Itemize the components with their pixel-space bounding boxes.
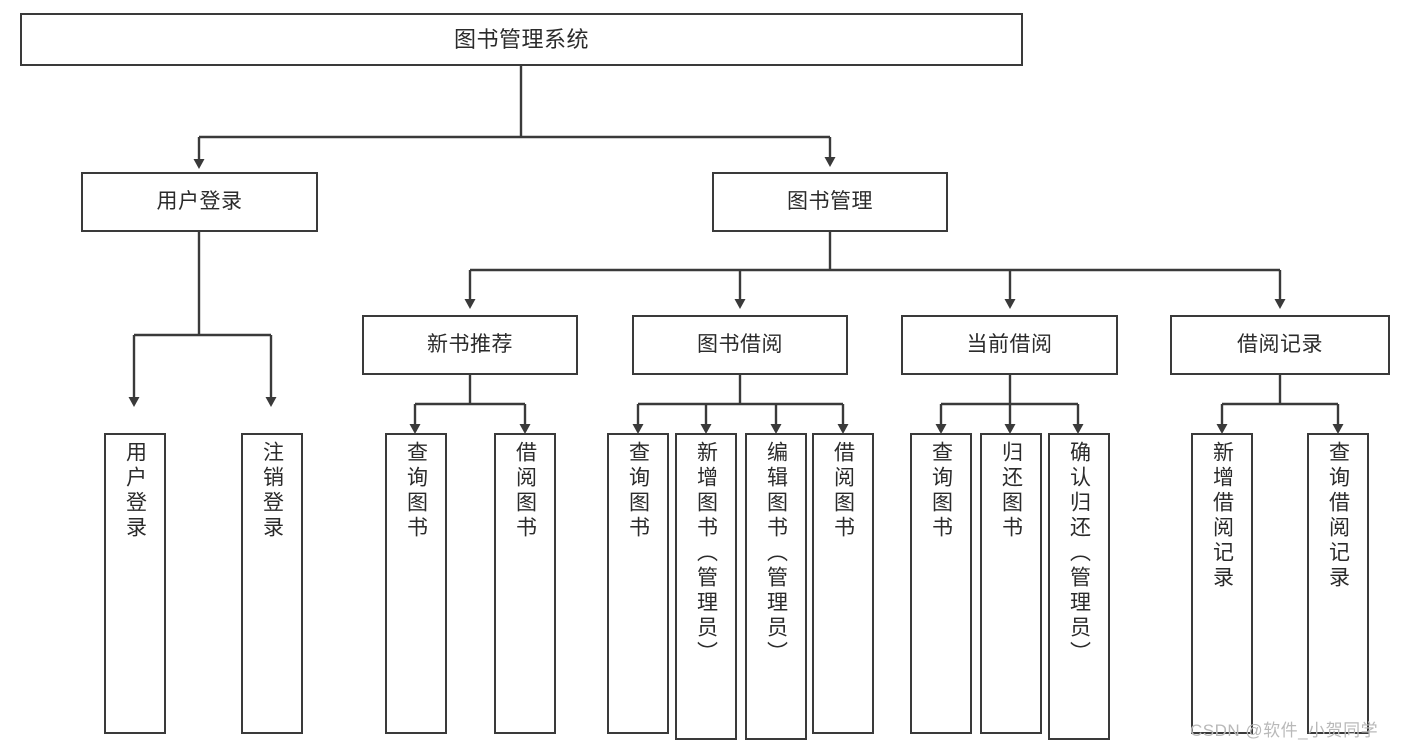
node-leaf-edit-book-label: 编辑图书（管理员） bbox=[764, 441, 788, 666]
node-root-label: 图书管理系统 bbox=[453, 26, 589, 52]
node-book-borrow[interactable]: 图书借阅 bbox=[632, 315, 848, 375]
node-leaf-borrow-book-2[interactable]: 借阅图书 bbox=[812, 433, 874, 734]
node-book-borrow-label: 图书借阅 bbox=[697, 332, 783, 356]
node-leaf-return-book[interactable]: 归还图书 bbox=[980, 433, 1042, 734]
node-leaf-logout-login-label: 注销登录 bbox=[260, 441, 284, 541]
node-current-borrow[interactable]: 当前借阅 bbox=[901, 315, 1118, 375]
node-leaf-query-book-3[interactable]: 查询图书 bbox=[910, 433, 972, 734]
node-book-management[interactable]: 图书管理 bbox=[712, 172, 948, 232]
node-leaf-add-book[interactable]: 新增图书（管理员） bbox=[675, 433, 737, 740]
node-borrow-record[interactable]: 借阅记录 bbox=[1170, 315, 1390, 375]
node-leaf-user-login[interactable]: 用户登录 bbox=[104, 433, 166, 734]
node-root[interactable]: 图书管理系统 bbox=[20, 13, 1023, 66]
node-leaf-borrow-book-1-label: 借阅图书 bbox=[513, 441, 537, 541]
node-leaf-borrow-book-1[interactable]: 借阅图书 bbox=[494, 433, 556, 734]
node-leaf-query-book-1[interactable]: 查询图书 bbox=[385, 433, 447, 734]
node-leaf-query-book-2[interactable]: 查询图书 bbox=[607, 433, 669, 734]
node-leaf-query-borrow-record-label: 查询借阅记录 bbox=[1326, 441, 1350, 591]
node-leaf-add-book-label: 新增图书（管理员） bbox=[694, 441, 718, 666]
node-leaf-return-book-label: 归还图书 bbox=[999, 441, 1023, 541]
node-leaf-add-borrow-record-label: 新增借阅记录 bbox=[1210, 441, 1234, 591]
node-new-book-recommend[interactable]: 新书推荐 bbox=[362, 315, 578, 375]
node-user-login[interactable]: 用户登录 bbox=[81, 172, 318, 232]
node-leaf-edit-book[interactable]: 编辑图书（管理员） bbox=[745, 433, 807, 740]
watermark-text: CSDN @软件_小贺同学 bbox=[1190, 721, 1379, 740]
node-leaf-borrow-book-2-label: 借阅图书 bbox=[831, 441, 855, 541]
node-new-book-recommend-label: 新书推荐 bbox=[427, 332, 513, 356]
node-leaf-add-borrow-record[interactable]: 新增借阅记录 bbox=[1191, 433, 1253, 734]
node-leaf-query-book-2-label: 查询图书 bbox=[626, 441, 650, 541]
node-leaf-confirm-return-label: 确认归还（管理员） bbox=[1067, 441, 1091, 666]
node-borrow-record-label: 借阅记录 bbox=[1237, 332, 1323, 356]
node-leaf-query-book-3-label: 查询图书 bbox=[929, 441, 953, 541]
node-current-borrow-label: 当前借阅 bbox=[966, 332, 1053, 356]
node-leaf-user-login-label: 用户登录 bbox=[123, 441, 147, 541]
node-leaf-confirm-return[interactable]: 确认归还（管理员） bbox=[1048, 433, 1110, 740]
node-leaf-query-book-1-label: 查询图书 bbox=[404, 441, 428, 541]
node-leaf-logout-login[interactable]: 注销登录 bbox=[241, 433, 303, 734]
node-user-login-label: 用户登录 bbox=[156, 189, 243, 213]
node-book-management-label: 图书管理 bbox=[787, 189, 873, 213]
node-leaf-query-borrow-record[interactable]: 查询借阅记录 bbox=[1307, 433, 1369, 734]
